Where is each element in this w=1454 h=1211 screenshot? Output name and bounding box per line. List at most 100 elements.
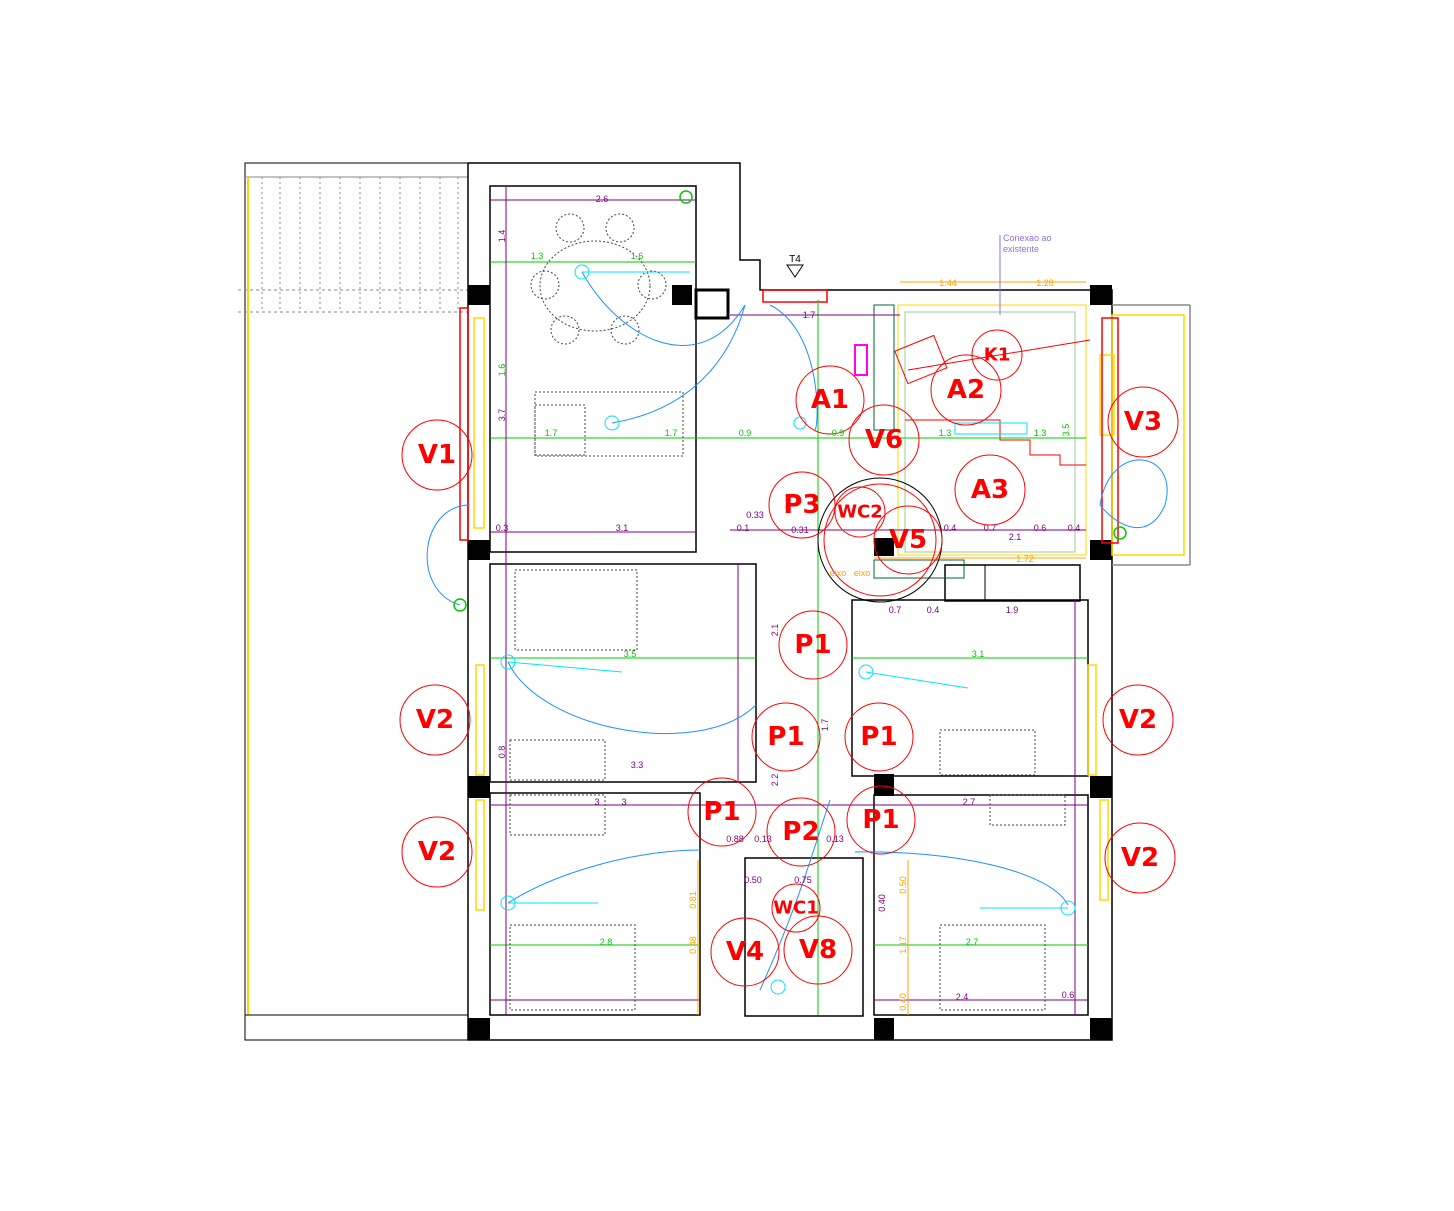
tag-label: V2 [416,705,454,735]
dimension-label: 0.7 [984,523,997,533]
axis-label: eixo [830,568,847,578]
tag-v2: V2 [401,816,473,888]
level-marker [786,264,804,278]
tag-label: A2 [947,375,985,405]
dimension-label: 0.4 [1068,523,1081,533]
tag-label: A3 [971,475,1009,505]
tag-label: V5 [889,525,927,555]
dimension-label: 0.13 [826,834,844,844]
dimension-label: 1.72 [1016,554,1034,564]
dimension-label: 3 [594,797,599,807]
gas-outlets [453,190,1127,612]
tag-v5: V5 [873,505,943,575]
tag-circle [687,777,757,847]
connection-note-line1: Conexao ao [1003,233,1052,243]
tag-circle [971,329,1023,381]
tag-circle [783,915,853,985]
light-fixtures [500,264,1076,995]
tag-circle [771,883,821,933]
dimension-label: 1.17 [898,936,908,954]
tag-v8: V8 [783,915,853,985]
tag-label: P3 [783,490,820,520]
connection-note-line2: existente [1003,244,1039,254]
tag-label: V1 [418,440,456,470]
dimension-label: 0.88 [726,834,744,844]
dimension-label: 3.5 [624,649,637,659]
dimension-label: 2.7 [963,797,976,807]
tag-p1: P1 [687,777,757,847]
tag-circle [710,917,780,987]
tag-label: P1 [862,805,899,835]
tag-circle [1102,684,1174,756]
tag-circle [1107,386,1179,458]
dimension-label: 0.9 [832,428,845,438]
tag-circle [751,702,821,772]
tag-k1: K1 [971,329,1023,381]
dimension-label: 0.4 [944,523,957,533]
tag-a3: A3 [954,454,1026,526]
tag-label: P1 [703,797,740,827]
tag-circle [795,365,865,435]
tag-label: A1 [811,385,849,415]
tag-label: V4 [726,937,764,967]
dimension-label: 0.31 [791,525,809,535]
tag-v6: V6 [848,404,920,476]
tag-circle [930,354,1002,426]
dimension-label: 0.13 [754,834,772,844]
dimension-label: 2.1 [770,624,780,637]
dimension-label: 0.9 [739,428,752,438]
tag-v2: V2 [1104,822,1176,894]
dimension-label: 0.75 [794,875,812,885]
tag-label: K1 [984,345,1010,366]
dimension-label: 0.40 [898,993,908,1011]
tag-circle [848,404,920,476]
dimension-label: 1.4 [497,230,507,243]
dimension-label: 3.3 [631,760,644,770]
tag-circle [401,816,473,888]
furniture [509,213,1066,1011]
dimension-label: 3.5 [1061,424,1071,437]
tag-circle [846,785,916,855]
dimension-label: 0.50 [744,875,762,885]
dimension-label: 1.9 [1006,605,1019,615]
tag-v2: V2 [1102,684,1174,756]
dimension-label: 2.6 [596,194,609,204]
structural-columns [468,285,1112,1040]
dimension-label: 2.1 [1009,532,1022,542]
tag-label: P2 [782,817,819,847]
dimension-label: 3.1 [972,649,985,659]
tag-p2: P2 [766,797,836,867]
tag-p1: P1 [778,610,848,680]
dimension-label: 3 [621,797,626,807]
dimension-label: 1.44 [939,278,957,288]
walls [467,162,1191,1041]
dimension-label: 0.81 [688,891,698,909]
tag-label: P1 [794,630,831,660]
tag-label: P1 [860,722,897,752]
tag-label: WC1 [773,898,819,919]
windows [459,289,1185,911]
dimension-label: 3.7 [497,409,507,422]
tag-p3: P3 [768,471,836,539]
tag-circle [766,797,836,867]
tag-wc2: WC2 [834,486,886,538]
dimension-label: 1.7 [803,310,816,320]
tag-circle [768,471,836,539]
dimension-label: 2.4 [956,992,969,1002]
dimension-label: 1.7 [820,719,830,732]
tag-v3: V3 [1107,386,1179,458]
dimension-label: 0.1 [737,523,750,533]
tag-wc1: WC1 [771,883,821,933]
dimension-label: 0.6 [1062,990,1075,1000]
tag-v1: V1 [401,419,473,491]
tag-label: V2 [1121,843,1159,873]
kitchen-outline [854,304,1091,602]
tag-circle [399,684,471,756]
tag-label: WC2 [837,502,883,523]
tag-circle [1104,822,1176,894]
tag-circle [873,505,943,575]
dimension-label: 1.3 [531,251,544,261]
dimension-label: 2.7 [966,937,979,947]
dimension-label: 1.7 [545,428,558,438]
